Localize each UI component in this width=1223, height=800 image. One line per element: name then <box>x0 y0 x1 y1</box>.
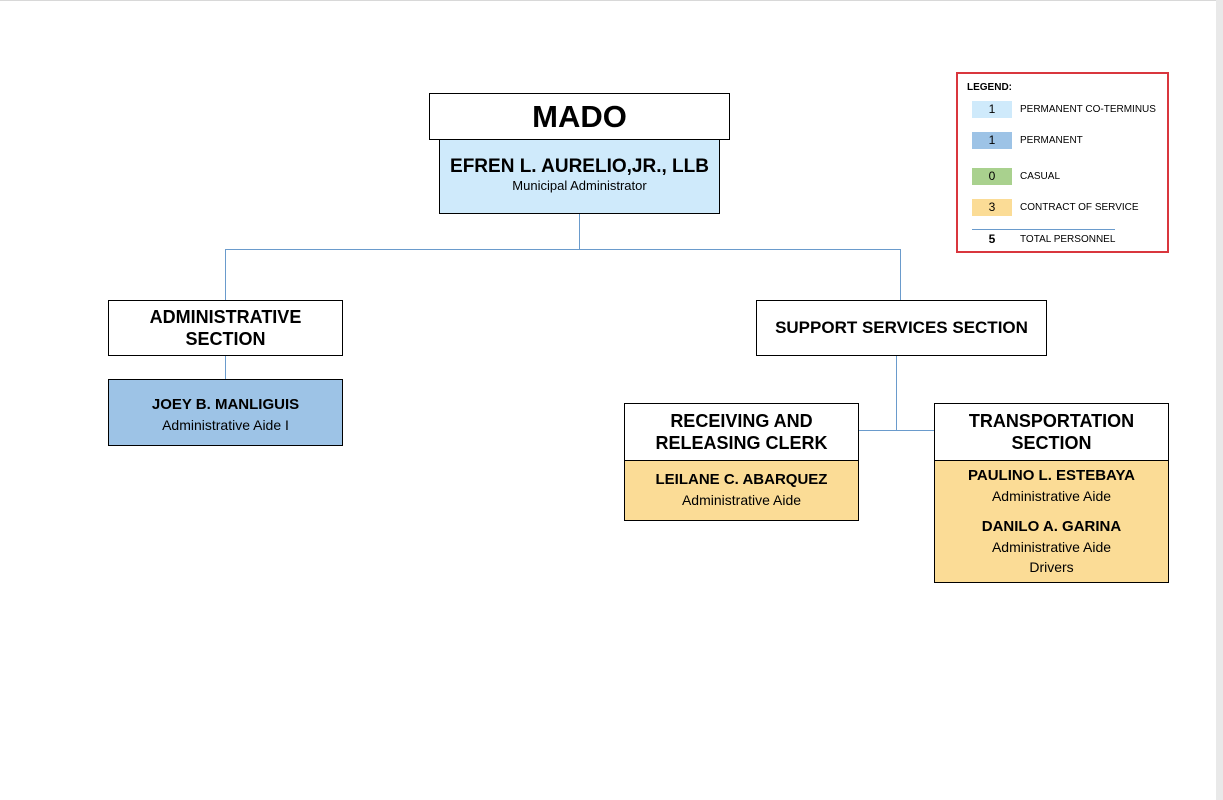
receiving-releasing-clerk-box: RECEIVING AND RELEASING CLERK <box>624 403 859 461</box>
connector-admin-drop <box>225 249 226 300</box>
legend-title: LEGEND: <box>967 82 1012 93</box>
administrative-staff-box: JOEY B. MANLIGUIS Administrative Aide I <box>108 379 343 446</box>
page-scrollbar[interactable] <box>1216 0 1223 800</box>
legend-swatch: 1 <box>972 131 1012 149</box>
connector-support-drop <box>900 249 901 300</box>
transportation-label-line2: SECTION <box>1011 433 1092 453</box>
staff-role: Administrative Aide <box>991 488 1112 504</box>
receiving-label-line2: RELEASING CLERK <box>655 433 828 453</box>
head-name: EFREN L. AURELIO,JR., LLB <box>450 156 709 177</box>
staff-role: Administrative Aide <box>681 492 802 508</box>
staff-name: DANILO A. GARINA <box>981 518 1122 535</box>
staff-role: Administrative Aide <box>991 539 1112 555</box>
connector-top-horizontal <box>225 249 901 250</box>
receiving-label-line1: RECEIVING AND <box>670 411 813 431</box>
legend-label: TOTAL PERSONNEL <box>1020 233 1116 245</box>
head-of-office-box: EFREN L. AURELIO,JR., LLB Municipal Admi… <box>439 140 720 214</box>
legend-total-count: 5 <box>972 230 1012 248</box>
staff-name: PAULINO L. ESTEBAYA <box>968 467 1135 484</box>
connector-support-down <box>896 356 897 431</box>
legend-item-total-personnel: 5 TOTAL PERSONNEL <box>972 229 1116 248</box>
support-services-section-box: SUPPORT SERVICES SECTION <box>756 300 1047 356</box>
legend-swatch: 3 <box>972 198 1012 216</box>
staff-name: JOEY B. MANLIGUIS <box>151 396 300 413</box>
transportation-label-line1: TRANSPORTATION <box>968 411 1135 431</box>
connector-admin-staff <box>225 356 226 379</box>
legend-box: LEGEND: 1 PERMANENT CO-TERMINUS 1 PERMAN… <box>956 72 1169 253</box>
head-role: Municipal Administrator <box>512 178 647 193</box>
transportation-section-box: TRANSPORTATION SECTION <box>934 403 1169 461</box>
legend-swatch: 0 <box>972 167 1012 185</box>
legend-label: CASUAL <box>1020 170 1061 182</box>
staff-note: Drivers <box>1029 559 1074 575</box>
legend-item-contract-of-service: 3 CONTRACT OF SERVICE <box>972 198 1139 216</box>
transportation-staff-box: PAULINO L. ESTEBAYA Administrative Aide … <box>934 461 1169 583</box>
legend-label: PERMANENT <box>1020 134 1083 146</box>
legend-label: PERMANENT CO-TERMINUS <box>1020 103 1156 115</box>
legend-item-permanent: 1 PERMANENT <box>972 131 1083 149</box>
legend-label: CONTRACT OF SERVICE <box>1020 201 1139 213</box>
legend-item-permanent-co-terminus: 1 PERMANENT CO-TERMINUS <box>972 100 1156 118</box>
org-title: MADO <box>429 93 730 140</box>
receiving-staff-box: LEILANE C. ABARQUEZ Administrative Aide <box>624 461 859 521</box>
staff-name: LEILANE C. ABARQUEZ <box>655 471 828 488</box>
connector-head-down <box>579 214 580 250</box>
administrative-section-label-line1: ADMINISTRATIVE <box>149 307 302 327</box>
legend-item-casual: 0 CASUAL <box>972 167 1060 185</box>
staff-role: Administrative Aide I <box>162 417 289 433</box>
administrative-section-label-line2: SECTION <box>185 329 266 349</box>
connector-sub-horizontal <box>859 430 934 431</box>
legend-swatch: 1 <box>972 100 1012 118</box>
administrative-section-box: ADMINISTRATIVE SECTION <box>108 300 343 356</box>
